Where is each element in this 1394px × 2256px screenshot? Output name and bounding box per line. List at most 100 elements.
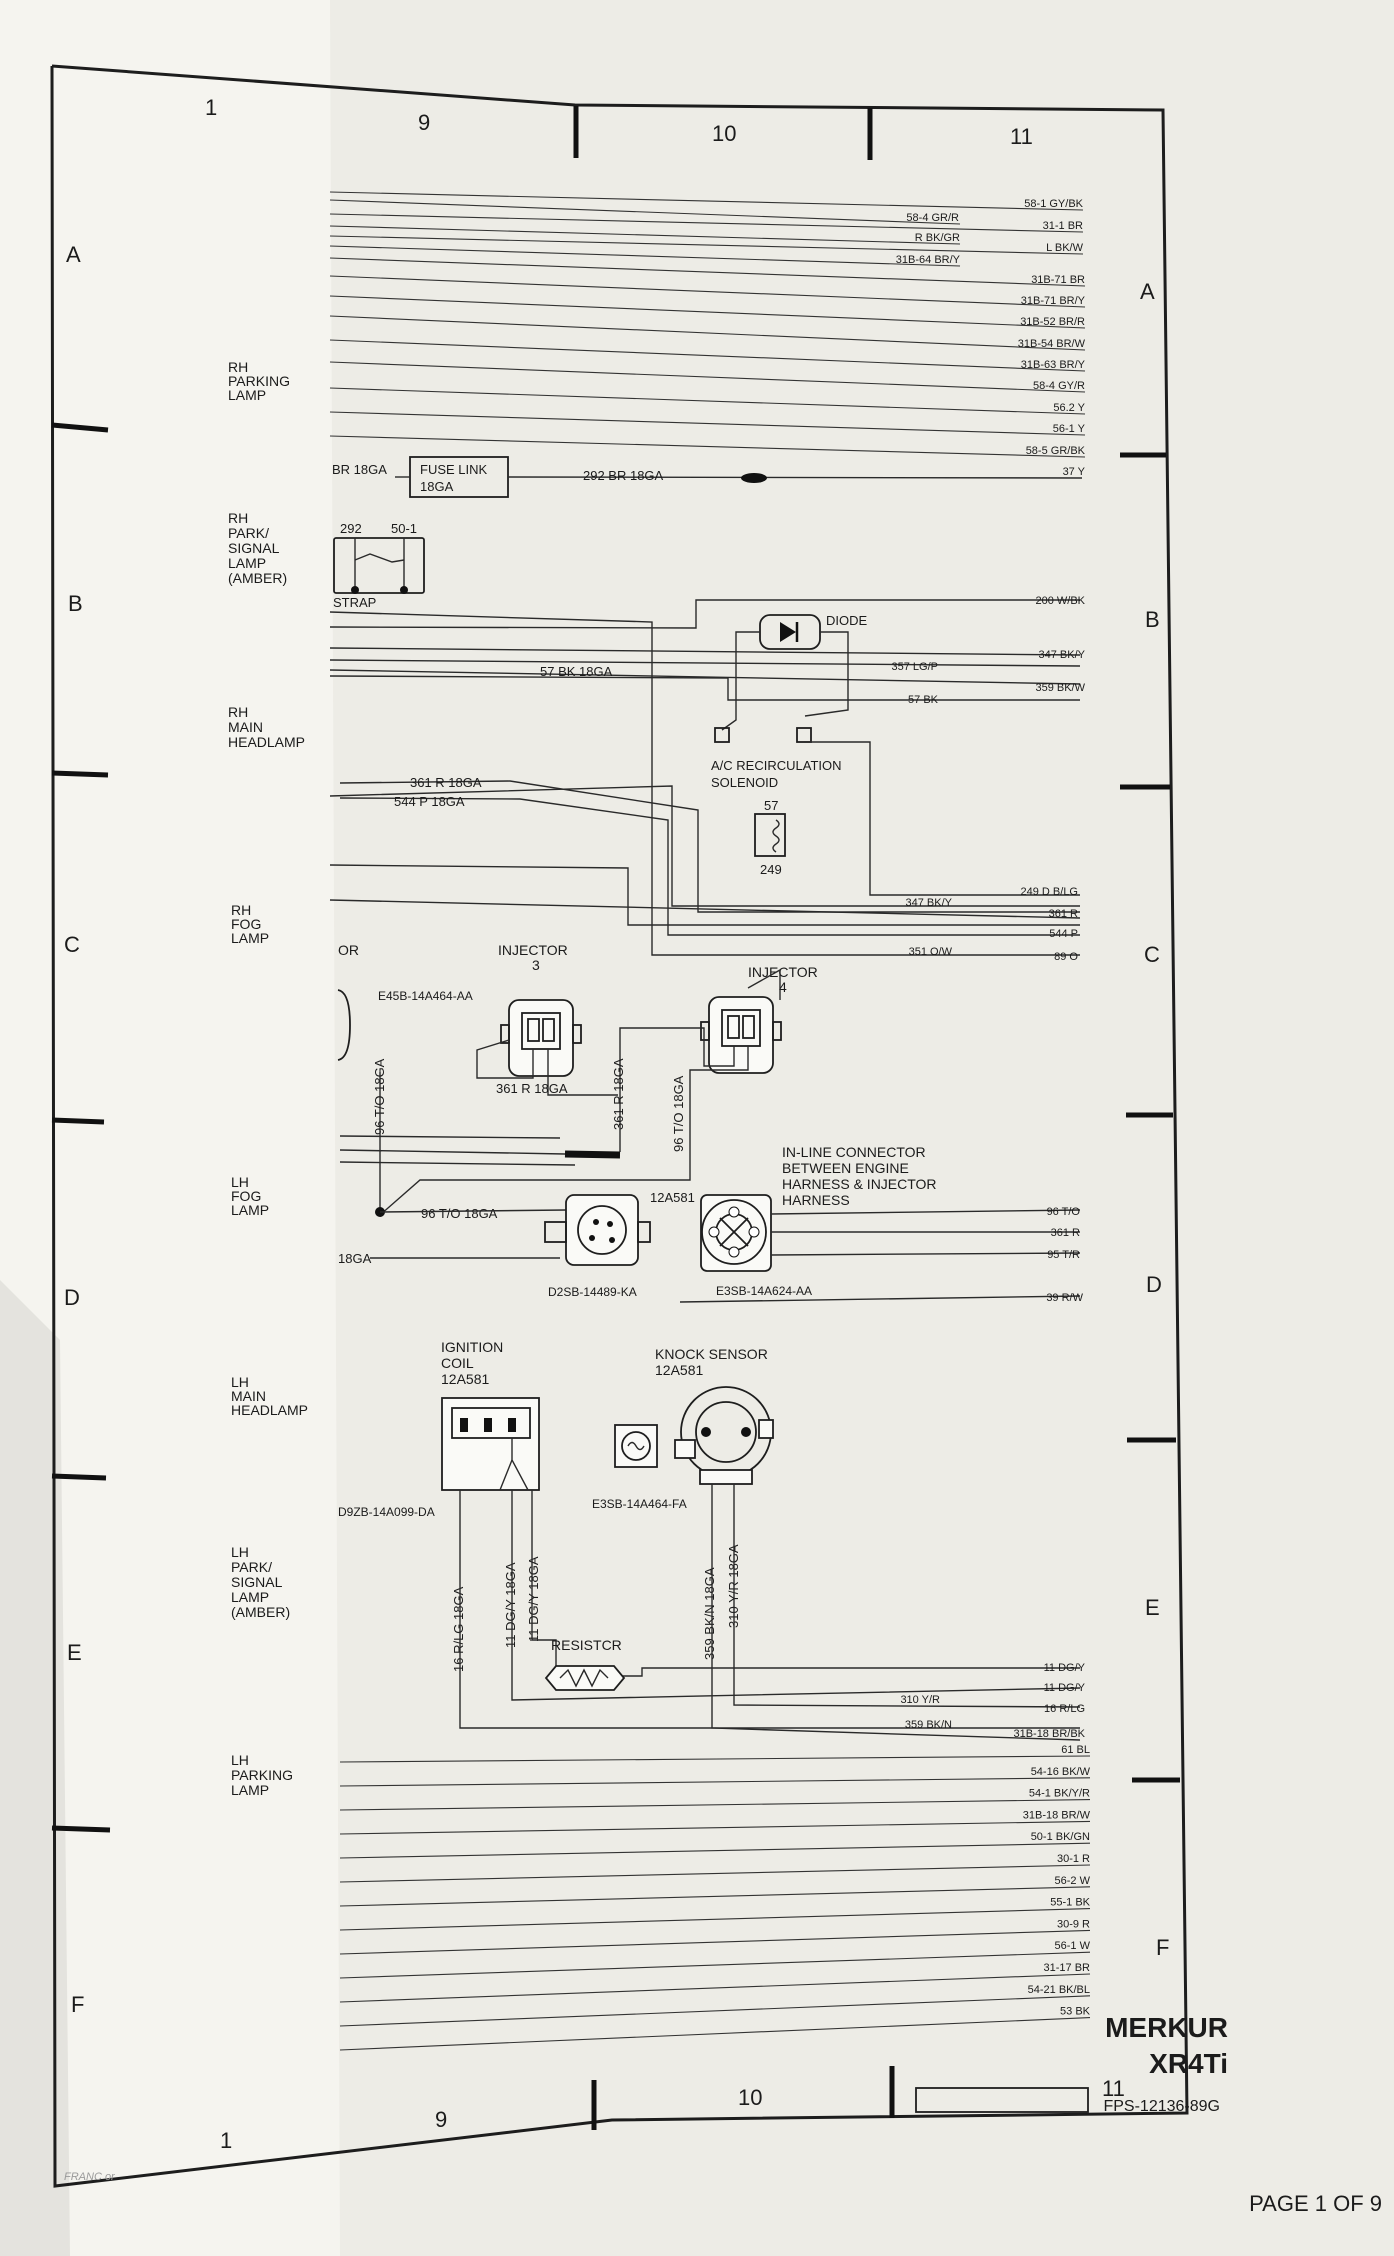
wire-line (339, 1995, 1091, 2027)
wire-label-top: 31B-64 BR/Y (896, 254, 961, 266)
grid-left-A: A (66, 242, 81, 267)
switch-contact (354, 553, 405, 563)
ignition-coil-connector (441, 1397, 540, 1491)
wire-label-top: R BK/GR (915, 232, 960, 244)
grid-right-E: E (1145, 1595, 1160, 1620)
grid-right-D: D (1146, 1272, 1162, 1297)
wire-label-bottom: 56-2 W (1055, 1875, 1091, 1887)
fuse-link-label: FUSE LINK (420, 462, 488, 477)
knock-sensor (614, 1386, 774, 1485)
fog-lamp-connector (337, 989, 351, 1061)
label-strap: STRAP (333, 595, 376, 610)
wire-line (329, 295, 1086, 329)
wire-label-lower: 11 DG/Y (1044, 1682, 1086, 1694)
label-e3sb-conn: E3SB-14A624-AA (716, 1284, 812, 1298)
wire-249 (804, 741, 1080, 896)
label-359-bkn: 359 BK/N 18GA (702, 1567, 717, 1660)
wire-line (329, 245, 961, 267)
wire-label-top: 56.2 Y (1053, 402, 1085, 414)
wire-line (329, 199, 961, 225)
grid-left-D: D (64, 1285, 80, 1310)
wire-label-top: 31B-71 BR/Y (1021, 295, 1086, 307)
wire-544 (339, 797, 1080, 936)
label-diode: DIODE (826, 613, 868, 628)
wire-label-lower: 31B-18 BR/BK (1013, 1728, 1085, 1740)
wire-line (329, 235, 1084, 255)
wire-label-mid: 249 D B/LG (1021, 886, 1078, 898)
wire-line (329, 315, 1086, 351)
inj3-lead (547, 1049, 618, 1096)
wire-11-dgy-b (531, 1490, 557, 1676)
wire-label-top: 58-4 GR/R (906, 212, 959, 224)
wire-line (329, 339, 1086, 372)
grid-right-A: A (1140, 279, 1155, 304)
wire-label-top: 31B-63 BR/Y (1021, 359, 1086, 371)
wire-label-mid: 544 P (1049, 928, 1078, 940)
grid-top-11: 11 (1010, 124, 1033, 149)
grid-right-B: B (1145, 607, 1160, 632)
label-11-dgy-a: 11 DG/Y 18GA (503, 1562, 518, 1648)
wire-11-dgy-a (511, 1490, 1081, 1701)
splice-dot (741, 473, 767, 483)
label-96-to-h: 96 T/O 18GA (421, 1206, 498, 1221)
wire-label-bottom: 31B-18 BR/W (1023, 1809, 1091, 1821)
wire-label-mid: 359 BK/W (1035, 682, 1085, 694)
wire-label-top: 31B-54 BR/W (1018, 338, 1086, 350)
wire-line (329, 435, 1086, 458)
wire-line (339, 1777, 1091, 1787)
wire-bundle-join (339, 1149, 566, 1155)
grid-left-E: E (67, 1640, 82, 1665)
label-br-18ga: BR 18GA (332, 462, 387, 477)
wire-line (339, 1799, 1091, 1811)
wire-line (329, 191, 1084, 211)
label-d9zb: D9ZB-14A099-DA (338, 1505, 435, 1519)
diode-lead (804, 631, 849, 717)
wire-89 (329, 611, 1080, 956)
wire-label-bottom: 30-1 R (1057, 1853, 1090, 1865)
grid-right-C: C (1144, 942, 1160, 967)
diode-lead (721, 631, 760, 731)
wire-label-top: 58-5 GR/BK (1026, 445, 1086, 457)
wire-line (329, 257, 1086, 287)
wire-label-top: L BK/W (1046, 242, 1083, 254)
label-ac-recirc-2: SOLENOID (711, 775, 778, 790)
label-e45b: E45B-14A464-AA (378, 989, 473, 1003)
label-ign-1: IGNITION (441, 1339, 503, 1355)
wire-line (339, 1755, 1091, 1763)
paper-shadow (0, 1280, 70, 2256)
wire-96-out (770, 1209, 1081, 1215)
wire-357 (329, 659, 1081, 667)
fuse-link-gauge: 18GA (420, 479, 454, 494)
wire-359-bkn (711, 1484, 1081, 1741)
label-57: 57 (764, 798, 778, 813)
label-ign-2: COIL (441, 1355, 474, 1371)
footer-box (915, 2087, 1089, 2113)
wire-292 (507, 476, 1083, 479)
label-361-r-b: 361 R 18GA (496, 1081, 568, 1096)
wire-351 (329, 864, 1080, 926)
wire-line (329, 225, 961, 245)
wire-line (329, 361, 1086, 393)
grid-top-1: 1 (205, 95, 217, 120)
grid-bottom-1: 1 (220, 2128, 232, 2153)
wire-label-connector: 39 R/W (1046, 1292, 1083, 1304)
wire-label-top: 56-1 Y (1053, 423, 1086, 435)
label-12a581-a: 12A581 (650, 1190, 695, 1205)
wire-label-bottom: 54-16 BK/W (1031, 1766, 1091, 1778)
wire-label-top: 31-1 BR (1043, 220, 1083, 232)
solenoid-coil (772, 819, 780, 853)
label-knock-1: KNOCK SENSOR (655, 1346, 768, 1362)
wire-line (329, 275, 1086, 308)
wire-310-yr (733, 1484, 1081, 1708)
wire-label-top: 58-1 GY/BK (1024, 198, 1083, 210)
wire-95-out (770, 1252, 1081, 1256)
grid-tick (51, 1117, 105, 1125)
wire-label-bottom: 55-1 BK (1050, 1897, 1090, 1909)
wire-label-mid: 347 BK/Y (1039, 649, 1086, 661)
wire-label-bottom: 56-1 W (1055, 1940, 1091, 1952)
